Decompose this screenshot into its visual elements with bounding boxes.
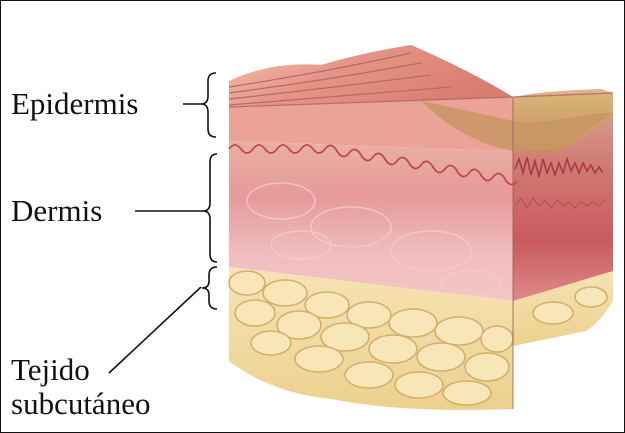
subcutaneous-leader (109, 267, 217, 373)
subcutaneous-label-line1: Tejido (11, 353, 90, 387)
epidermis-leader (183, 73, 216, 137)
subcutaneous-label-line2: subcutáneo (11, 387, 150, 421)
skin-block (229, 45, 613, 410)
dermis-label: Dermis (11, 194, 102, 228)
epidermis-top-surface (229, 45, 513, 107)
dermis-leader (135, 154, 217, 262)
epidermis-label: Epidermis (11, 87, 138, 121)
